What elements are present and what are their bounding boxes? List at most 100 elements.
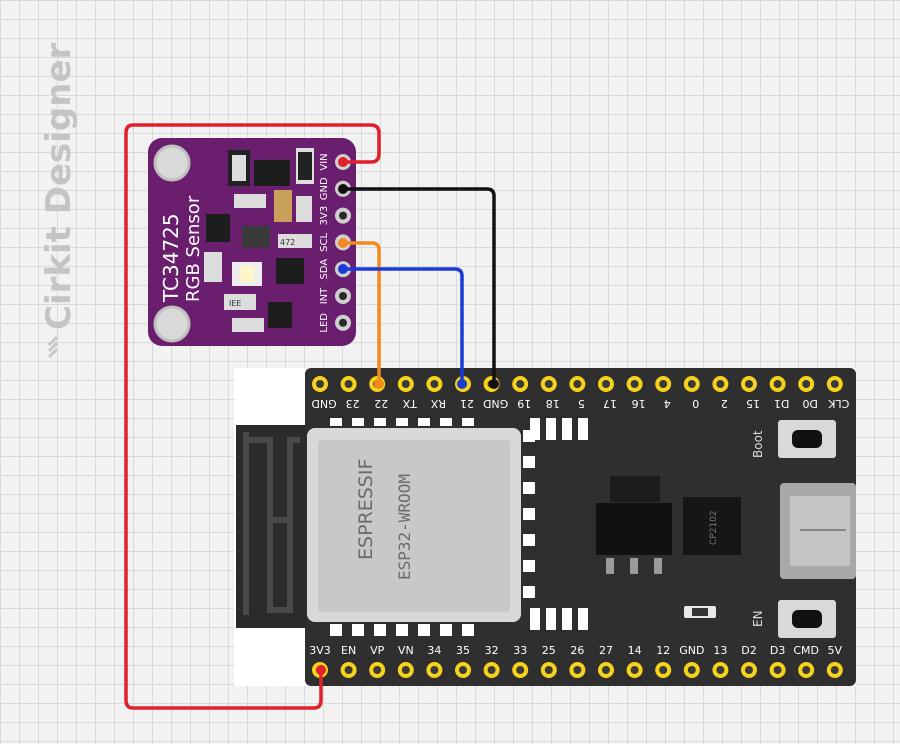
pin-label: 14 <box>628 644 642 657</box>
pin-vp[interactable] <box>369 662 386 678</box>
pin-cmd[interactable] <box>798 662 815 678</box>
usb-port[interactable] <box>780 483 856 579</box>
pin-label: 22 <box>374 397 388 410</box>
resistor-label: 472 <box>280 238 295 247</box>
pin-label: TX <box>402 397 418 410</box>
sensor-subtitle: RGB Sensor <box>183 195 204 302</box>
pin-label: GND <box>483 397 508 410</box>
sensor-title: TC34725 <box>159 213 183 303</box>
mount-hole-top <box>153 144 191 182</box>
pin-4[interactable] <box>655 376 672 392</box>
pin-label: 5 <box>578 397 585 410</box>
pin-label: 13 <box>713 644 727 657</box>
pin-0[interactable] <box>683 376 700 392</box>
pin-18[interactable] <box>540 376 557 392</box>
wire-gnd-gnd[interactable] <box>343 187 496 384</box>
pin-label: 34 <box>427 644 441 657</box>
pin-13[interactable] <box>712 662 729 678</box>
pin-gnd[interactable] <box>312 376 328 392</box>
pin-label: 16 <box>632 397 646 410</box>
pin-label: 12 <box>656 644 670 657</box>
pin-32[interactable] <box>483 662 500 678</box>
sensor-pin-label: 3V3 <box>319 206 330 226</box>
boot-button[interactable]: Boot <box>751 420 836 458</box>
pin-17[interactable] <box>598 376 614 392</box>
pin-label: 33 <box>513 644 527 657</box>
wire-vin-3v3[interactable] <box>124 123 381 710</box>
pin-label: 23 <box>346 397 360 410</box>
pin-tx[interactable] <box>397 376 414 392</box>
pin-label: 32 <box>485 644 499 657</box>
pin-15[interactable] <box>741 376 757 392</box>
pin-en[interactable] <box>340 662 357 678</box>
wire-scl-22[interactable] <box>343 241 381 384</box>
pin-clk[interactable] <box>826 376 843 392</box>
pin-label: D0 <box>802 397 817 410</box>
pin-label: VP <box>370 644 385 657</box>
pin-label: 18 <box>546 397 560 410</box>
pin-gnd[interactable] <box>683 662 700 678</box>
pin-vn[interactable] <box>397 662 414 678</box>
pin-16[interactable] <box>626 376 643 392</box>
sensor-pin-label: LED <box>319 313 330 333</box>
boot-label: Boot <box>751 430 765 458</box>
pin-5v[interactable] <box>826 662 843 678</box>
pin-23[interactable] <box>340 376 357 392</box>
pin-label: 21 <box>460 397 474 410</box>
brand-name: Cirkit Designer <box>39 42 79 330</box>
pin-label: 5V <box>828 644 843 657</box>
sensor-pin-label: VIN <box>319 153 330 170</box>
pin-label: CLK <box>828 397 850 410</box>
pin-d0[interactable] <box>798 376 815 392</box>
pin-33[interactable] <box>512 662 529 678</box>
pin-25[interactable] <box>540 662 557 678</box>
esp32-board[interactable]: ESPRESSIF ESP32-WROOM CP2102 Boot <box>234 368 856 686</box>
sensor-pin-label: GND <box>319 177 330 200</box>
usb-uart-chip: CP2102 <box>683 497 741 555</box>
sensor-pin-led[interactable] <box>335 314 351 331</box>
pin-label: 25 <box>542 644 556 657</box>
sensor-pin-3v3[interactable] <box>335 207 351 224</box>
pin-label: D3 <box>770 644 785 657</box>
pin-5[interactable] <box>569 376 586 392</box>
wire-sda-21[interactable] <box>343 267 464 384</box>
pin-27[interactable] <box>598 662 614 678</box>
pin-26[interactable] <box>569 662 586 678</box>
pin-2[interactable] <box>712 376 729 392</box>
en-button[interactable]: EN <box>751 600 836 638</box>
ic-label: IEE <box>229 299 241 308</box>
pin-34[interactable] <box>426 662 443 678</box>
pin-label: 15 <box>746 397 760 410</box>
wire-endpoints <box>316 157 499 675</box>
pin-d3[interactable] <box>769 662 786 678</box>
pin-12[interactable] <box>655 662 672 678</box>
pin-label: 2 <box>721 397 728 410</box>
pin-label: 19 <box>517 397 531 410</box>
pin-rx[interactable] <box>426 376 443 392</box>
usb-chip-label: CP2102 <box>709 510 719 545</box>
pin-label: GND <box>679 644 704 657</box>
pin-35[interactable] <box>455 662 471 678</box>
module-model: ESP32-WROOM <box>395 474 414 580</box>
pin-label: VN <box>398 644 414 657</box>
pin-label: 4 <box>664 397 671 410</box>
sensor-components <box>204 148 314 332</box>
pin-label: RX <box>430 397 446 410</box>
pin-label: 35 <box>456 644 470 657</box>
tcs34725-sensor[interactable]: TC34725 RGB Sensor 472 IEE VINGND3V3SCLS… <box>148 138 356 346</box>
antenna-trace <box>243 432 300 615</box>
module-castellations <box>330 418 588 636</box>
pin-d1[interactable] <box>769 376 786 392</box>
pin-d2[interactable] <box>741 662 757 678</box>
sensor-pin-int[interactable] <box>335 288 351 304</box>
pin-label: 26 <box>570 644 584 657</box>
module-brand: ESPRESSIF <box>355 459 377 560</box>
pin-19[interactable] <box>512 376 529 392</box>
pin-14[interactable] <box>626 662 643 678</box>
pin-label: CMD <box>793 644 819 657</box>
brand-watermark: Cirkit Designer <box>39 42 79 359</box>
pin-label: 0 <box>692 397 699 410</box>
